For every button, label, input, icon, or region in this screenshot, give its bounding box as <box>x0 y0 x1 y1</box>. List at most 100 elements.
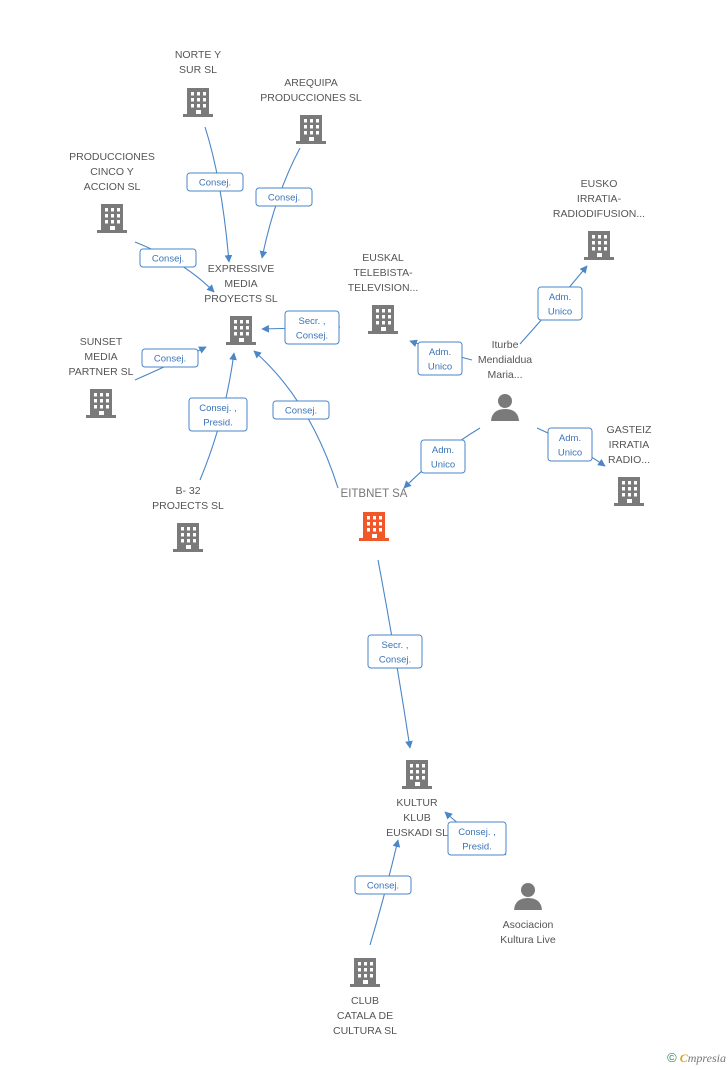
edge-label-text: Consej. <box>296 330 328 341</box>
brand-initial: C <box>679 1051 688 1065</box>
edge-label-club-kultur[interactable]: Consej. <box>354 875 412 895</box>
node-label-expressive: EXPRESSIVE <box>208 263 275 275</box>
node-label-euskal: TELEVISION... <box>348 282 419 294</box>
node-gasteiz[interactable]: GASTEIZ IRRATIA RADIO... <box>607 424 653 506</box>
edge-label-text: Secr. , <box>299 316 326 327</box>
node-label-norte: SUR SL <box>179 64 217 76</box>
node-label-euskal: TELEBISTA- <box>353 267 413 279</box>
edge-label-producciones-expressive[interactable]: Consej. <box>139 248 197 268</box>
edge-label-b32-expressive[interactable]: Consej. ,Presid. <box>188 397 248 432</box>
edge-label-iturbe-eitbnet[interactable]: Adm. Unico <box>420 439 466 474</box>
building-icon[interactable] <box>86 389 116 418</box>
edge-label-text: Adm. <box>429 347 451 358</box>
node-arequipa[interactable]: AREQUIPA PRODUCCIONES SL <box>260 77 362 144</box>
building-icon[interactable] <box>584 231 614 260</box>
edge-label-text: Consej. , <box>199 403 237 414</box>
building-icon[interactable] <box>173 523 203 552</box>
edge-label-iturbe-gasteiz[interactable]: Adm. Unico <box>547 427 593 462</box>
node-eitbnet[interactable]: EITBNET SA <box>341 488 408 541</box>
building-icon[interactable] <box>402 760 432 789</box>
person-icon[interactable] <box>514 883 542 910</box>
node-label-arequipa: PRODUCCIONES SL <box>260 92 362 104</box>
node-label-kultur: KLUB <box>403 812 430 824</box>
edge-label-norte-expressive[interactable]: Consej. <box>186 172 244 192</box>
building-icon[interactable] <box>368 305 398 334</box>
node-label-producciones: PRODUCCIONES <box>69 151 155 163</box>
node-label-eitbnet: EITBNET SA <box>341 488 408 500</box>
node-label-sunset: MEDIA <box>84 351 117 363</box>
edge-label-arequipa-expressive[interactable]: Consej. <box>255 187 313 207</box>
node-iturbe[interactable]: IturbeMendialduaMaria... <box>478 339 532 421</box>
building-icon[interactable] <box>350 958 380 987</box>
edge-label-text: Consej. <box>379 654 411 665</box>
node-club[interactable]: CLUB CATALA DE CULTURA SL <box>333 958 397 1037</box>
node-label-eusko: IRRATIA- <box>577 193 622 205</box>
edge-label-text: Unico <box>548 306 572 317</box>
node-producciones[interactable]: PRODUCCIONES CINCO Y ACCION SL <box>69 151 155 233</box>
node-label-iturbe: Mendialdua <box>478 354 532 366</box>
node-label-gasteiz: GASTEIZ <box>607 424 653 436</box>
node-label-club: CULTURA SL <box>333 1025 397 1037</box>
edge-label-text: Consej. <box>152 254 184 265</box>
node-label-producciones: ACCION SL <box>84 181 141 193</box>
node-label-expressive: PROYECTS SL <box>204 293 278 305</box>
building-icon[interactable] <box>97 204 127 233</box>
edge-label-text: Secr. , <box>382 640 409 651</box>
node-label-asociacion: Asociacion <box>503 919 554 931</box>
node-label-asociacion: Kultura Live <box>500 934 556 946</box>
edge-label-text: Consej. <box>154 354 186 365</box>
edge-label-sunset-expressive[interactable]: Consej. <box>141 348 199 368</box>
person-icon[interactable] <box>491 394 519 421</box>
edge-label-text: Consej. <box>367 881 399 892</box>
node-label-eusko: RADIODIFUSION... <box>553 208 645 220</box>
node-label-sunset: SUNSET <box>80 336 123 348</box>
edge-label-text: Adm. <box>549 292 571 303</box>
node-norte[interactable]: NORTE Y SUR SL <box>175 49 221 117</box>
node-label-arequipa: AREQUIPA <box>284 77 337 89</box>
building-icon[interactable] <box>359 512 389 541</box>
node-label-gasteiz: IRRATIA <box>609 439 650 451</box>
node-label-norte: NORTE Y <box>175 49 221 61</box>
edge-label-eitbnet-expressive[interactable]: Consej. <box>272 400 330 420</box>
node-label-kultur: EUSKADI SL <box>386 827 448 839</box>
building-icon[interactable] <box>296 115 326 144</box>
edge-label-text: Adm. <box>432 445 454 456</box>
node-label-b32: B- 32 <box>175 485 200 497</box>
node-label-gasteiz: RADIO... <box>608 454 650 466</box>
node-eusko[interactable]: EUSKO IRRATIA- RADIODIFUSION... <box>553 178 645 260</box>
empresia-logo: ©Cmpresia <box>667 1050 726 1066</box>
building-icon[interactable] <box>614 477 644 506</box>
node-expressive[interactable]: EXPRESSIVE MEDIA PROYECTS SL <box>204 263 278 345</box>
edge-label-iturbe-euskal[interactable]: Adm.Unico <box>417 341 463 376</box>
node-euskal[interactable]: EUSKAL TELEBISTA- TELEVISION... <box>348 252 419 334</box>
node-kultur[interactable]: KULTUR KLUB EUSKADI SL <box>386 760 448 839</box>
building-icon[interactable] <box>183 88 213 117</box>
edge-label-text: Consej. <box>268 193 300 204</box>
node-label-club: CATALA DE <box>337 1010 393 1022</box>
node-label-eusko: EUSKO <box>581 178 618 190</box>
edge-label-text: Presid. <box>462 841 492 852</box>
edge-label-text: Consej. <box>285 406 317 417</box>
node-label-club: CLUB <box>351 995 379 1007</box>
edge-label-eitbnet-kultur[interactable]: Secr. , Consej. <box>367 634 423 669</box>
edge-label-text: Unico <box>431 459 455 470</box>
node-label-iturbe: Iturbe <box>492 339 519 351</box>
node-label-producciones: CINCO Y <box>90 166 134 178</box>
edge-label-iturbe-eusko[interactable]: Adm. Unico <box>537 286 583 321</box>
building-icon[interactable] <box>226 316 256 345</box>
edge-label-text: Adm. <box>559 433 581 444</box>
edge-label-text: Consej. <box>199 178 231 189</box>
brand-name: mpresia <box>687 1051 726 1065</box>
node-label-kultur: KULTUR <box>396 797 438 809</box>
edge-label-asociacion-kultur[interactable]: Consej. ,Presid. <box>447 821 507 856</box>
node-label-iturbe: Maria... <box>487 369 522 381</box>
edge-label-text: Unico <box>558 447 582 458</box>
edge-label-euskal-expressive[interactable]: Secr. , Consej. <box>284 310 340 345</box>
node-label-expressive: MEDIA <box>224 278 257 290</box>
node-label-euskal: EUSKAL <box>362 252 404 264</box>
copyright-symbol: © <box>667 1050 677 1065</box>
